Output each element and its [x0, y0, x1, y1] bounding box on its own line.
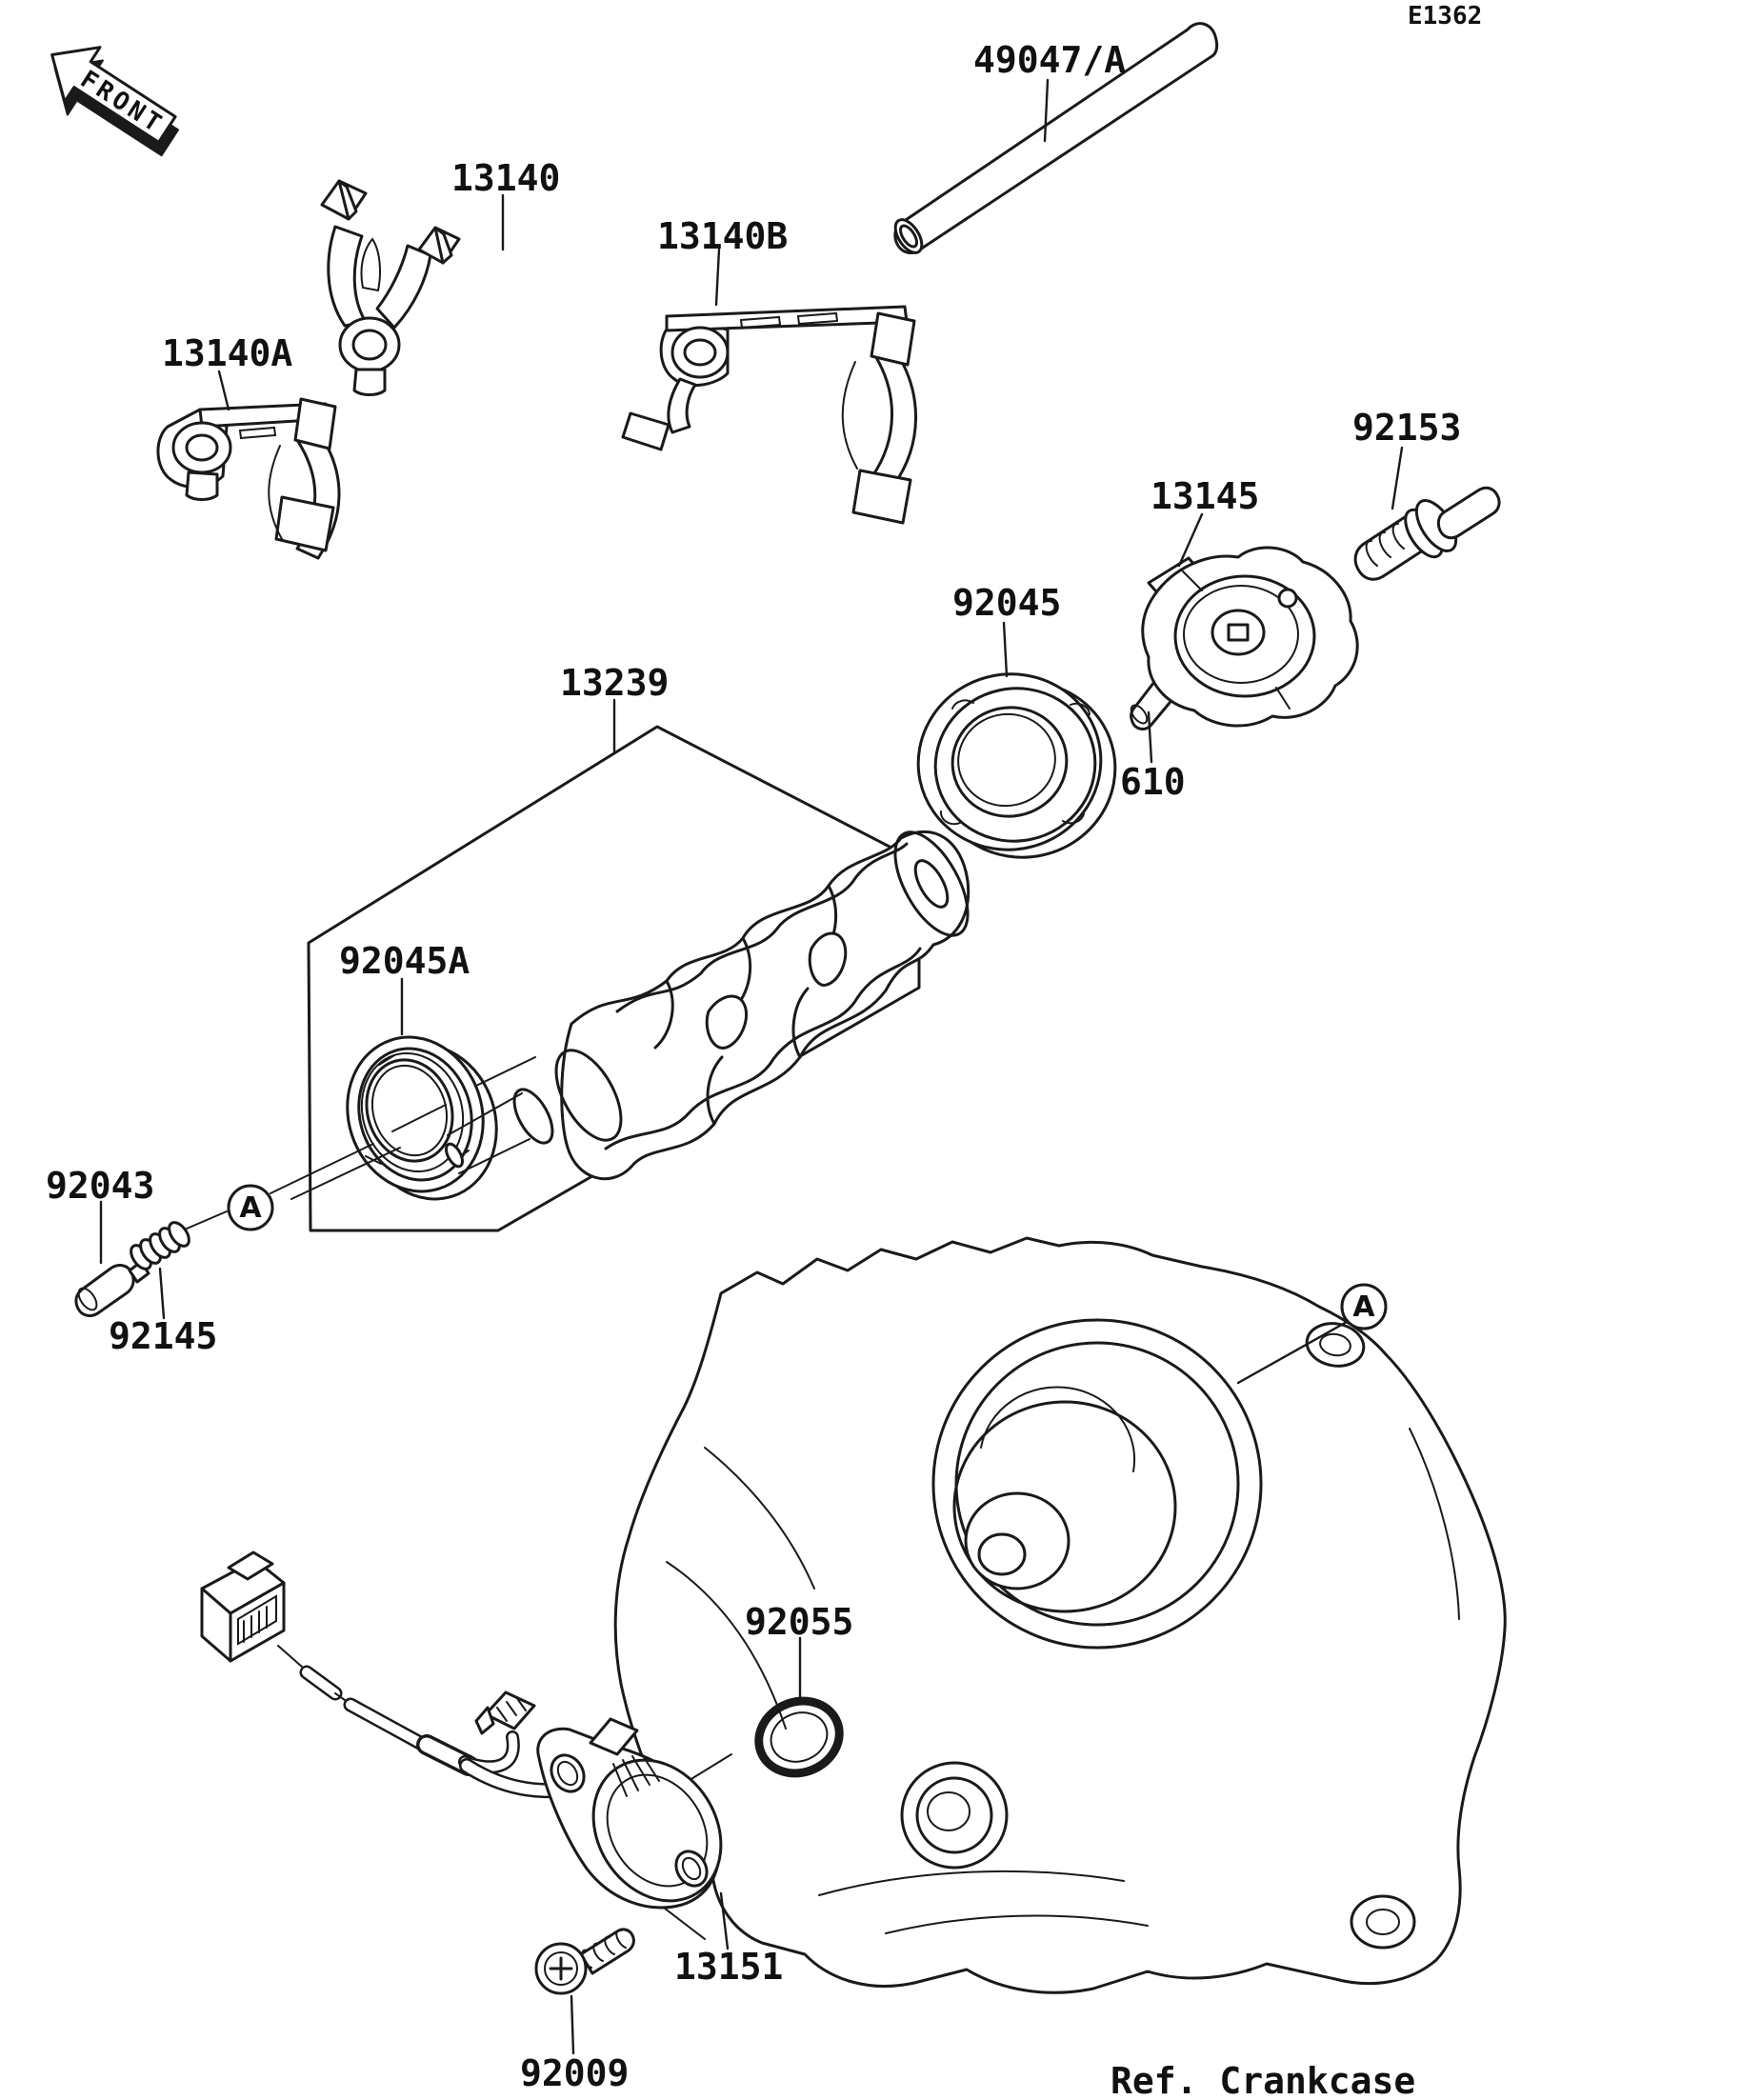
ref-crankcase-note: Ref. Crankcase [1111, 2060, 1416, 2100]
detent-plunger-92043-drawing [75, 1262, 149, 1315]
part-label-13151[interactable]: 13151 [674, 1946, 784, 1988]
part-label-49047A[interactable]: 49047/A [973, 39, 1127, 81]
gear-change-drum-drawing [443, 821, 983, 1179]
diagram-code: E1362 [1408, 2, 1483, 30]
ball-bearing-92045-drawing [902, 657, 1131, 874]
marker-a-circle-crankcase [1238, 1285, 1386, 1383]
section-marker-a-left: A [239, 1191, 262, 1225]
part-label-13140B[interactable]: 13140B [657, 215, 789, 257]
ball-bearing-92045A-drawing [328, 1019, 516, 1216]
o-ring-92055-drawing [748, 1690, 850, 1786]
screw-92009-drawing [536, 1930, 633, 1993]
part-label-92043[interactable]: 92043 [46, 1165, 155, 1207]
part-label-13145[interactable]: 13145 [1151, 475, 1260, 517]
front-direction-arrow: FRONT [30, 28, 193, 170]
gear-position-switch-drawing [202, 1552, 747, 1925]
part-label-92055[interactable]: 92055 [745, 1601, 854, 1643]
shift-fork-13140B-drawing [623, 307, 916, 523]
part-label-92153[interactable]: 92153 [1352, 407, 1462, 449]
detent-spring-92145-drawing [127, 1211, 227, 1272]
part-label-92045A[interactable]: 92045A [339, 940, 470, 982]
part-label-13239[interactable]: 13239 [560, 662, 670, 704]
pin-bolt-92153-drawing [1355, 488, 1499, 579]
part-label-610[interactable]: 610 [1120, 761, 1186, 803]
drum-cam-13145-drawing [1143, 548, 1357, 726]
marker-a-circle-left [229, 1186, 272, 1230]
part-label-92009[interactable]: 92009 [520, 2052, 630, 2094]
shift-fork-13140A-drawing [158, 399, 339, 558]
axis-line-to-marker-a [270, 1057, 535, 1199]
part-label-13140[interactable]: 13140 [451, 157, 561, 199]
shift-fork-13140-drawing [322, 181, 459, 395]
section-marker-a-crankcase: A [1352, 1290, 1375, 1324]
part-label-92045[interactable]: 92045 [952, 582, 1062, 624]
crankcase-drawing [583, 1238, 1505, 1992]
leader-lines [101, 80, 1402, 2053]
shift-rod-drawing [891, 24, 1217, 257]
part-label-92145[interactable]: 92145 [109, 1315, 218, 1357]
part-label-13140A[interactable]: 13140A [162, 332, 293, 374]
